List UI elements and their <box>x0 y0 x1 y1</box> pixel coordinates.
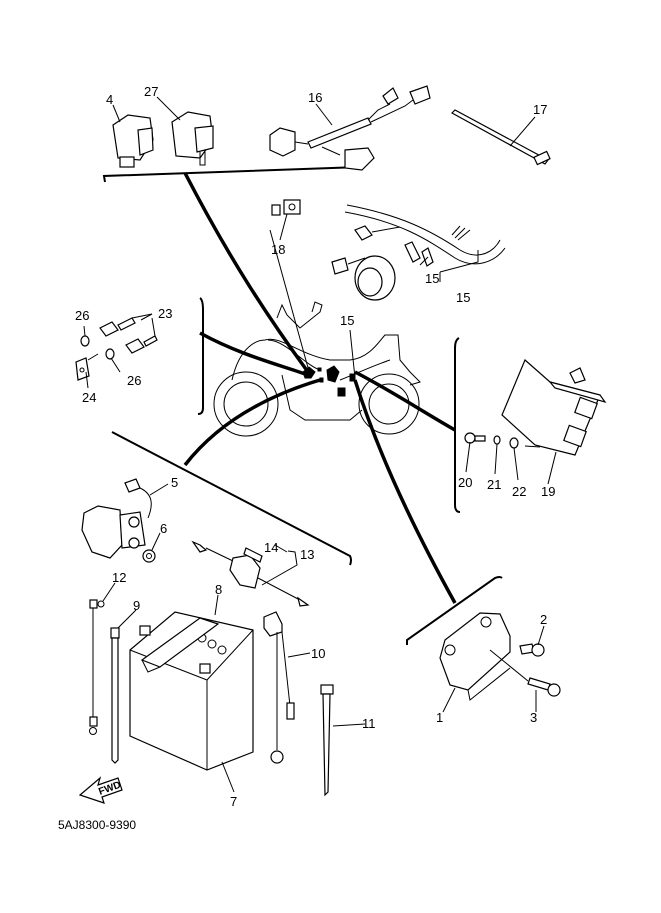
ignitor-unit-20[interactable] <box>501 358 607 456</box>
callout-26-upper[interactable]: 26 <box>75 308 89 323</box>
callout-26-lower[interactable]: 26 <box>127 373 141 388</box>
callout-12[interactable]: 12 <box>112 570 126 585</box>
callout-leaders <box>83 96 557 793</box>
leader-harness <box>269 229 311 376</box>
callout-19[interactable]: 18 <box>271 242 285 257</box>
gasket-26-upper[interactable] <box>80 335 90 347</box>
leader-switches <box>199 331 306 376</box>
location-marker-harness <box>326 365 340 383</box>
bracket-starter <box>111 431 352 566</box>
nut-6[interactable] <box>142 549 156 563</box>
callout-13[interactable]: 13 <box>300 547 314 562</box>
rectifier-regulator-1[interactable] <box>439 612 511 701</box>
callout-18[interactable]: 17 <box>533 102 547 117</box>
callout-5[interactable]: 5 <box>171 475 178 490</box>
callout-25[interactable]: 24 <box>82 390 96 405</box>
motorcycle-locator <box>213 301 421 437</box>
relay-27[interactable] <box>171 111 214 166</box>
bolt-3[interactable] <box>489 649 561 697</box>
callout-10[interactable]: 10 <box>311 646 325 661</box>
callout-9[interactable]: 9 <box>133 598 140 613</box>
sub-lead-wire-17[interactable] <box>269 85 431 171</box>
drawing-code: 5AJ8300-9390 <box>58 818 136 832</box>
location-marker-ignitor <box>349 373 356 382</box>
callout-17[interactable]: 16 <box>308 90 322 105</box>
breather-pipe-9[interactable] <box>110 627 120 764</box>
location-marker-relays <box>302 366 316 379</box>
battery-band-8[interactable] <box>140 617 220 673</box>
screw-21[interactable] <box>464 432 486 444</box>
cable-tie-18[interactable] <box>451 109 551 166</box>
callout-2[interactable]: 2 <box>540 612 547 627</box>
callout-11[interactable]: 11 <box>362 716 376 731</box>
callout-labels: 4 27 16 17 18 15 15 15 23 26 26 24 20 21… <box>75 84 555 809</box>
callout-7[interactable]: 7 <box>230 794 237 809</box>
callout-15-harness[interactable]: 15 <box>456 290 470 305</box>
leader-15 <box>349 329 356 379</box>
bracket-ignitor <box>454 337 461 513</box>
clamp-19[interactable] <box>271 199 301 216</box>
lead-wire-12[interactable] <box>89 599 105 735</box>
callout-24[interactable]: 23 <box>158 306 172 321</box>
switch-assy-24[interactable] <box>99 313 158 354</box>
forward-arrow-icon: FWD <box>78 776 123 804</box>
leader-rectifier <box>353 379 457 604</box>
location-marker-rectifier <box>337 387 346 397</box>
relay-4[interactable] <box>112 114 154 168</box>
callout-4[interactable]: 4 <box>106 92 113 107</box>
callout-14[interactable]: 14 <box>264 540 278 555</box>
spring-washer-22[interactable] <box>493 435 501 445</box>
callout-15-location[interactable]: 15 <box>340 313 354 328</box>
fuse-14[interactable] <box>243 547 263 563</box>
callout-6[interactable]: 6 <box>160 521 167 536</box>
callout-1[interactable]: 1 <box>436 710 443 725</box>
lead-wire-10[interactable] <box>263 611 295 764</box>
callout-20[interactable]: 19 <box>541 484 555 499</box>
bracket-switches <box>197 297 204 415</box>
callout-16[interactable]: 15 <box>425 271 439 286</box>
leader-starter <box>183 378 321 467</box>
bracket-25[interactable] <box>75 353 99 381</box>
callout-23[interactable]: 22 <box>512 484 526 499</box>
leader-ignitor <box>354 370 456 432</box>
bracket-relays <box>102 159 363 183</box>
gasket-26-lower[interactable] <box>105 348 115 360</box>
bolt-2[interactable] <box>519 643 545 657</box>
cable-tie-11[interactable] <box>320 684 334 797</box>
starter-relay-5[interactable] <box>81 478 152 559</box>
bracket-rectifier <box>406 576 503 645</box>
callout-21[interactable]: 20 <box>458 475 472 490</box>
callout-3[interactable]: 3 <box>530 710 537 725</box>
forward-label: FWD <box>97 780 122 798</box>
callout-8[interactable]: 8 <box>215 582 222 597</box>
callout-22[interactable]: 21 <box>487 477 501 492</box>
wire-harness-15[interactable] <box>331 204 506 301</box>
callout-27[interactable]: 27 <box>144 84 158 99</box>
fuse-holder-13[interactable] <box>191 540 310 607</box>
